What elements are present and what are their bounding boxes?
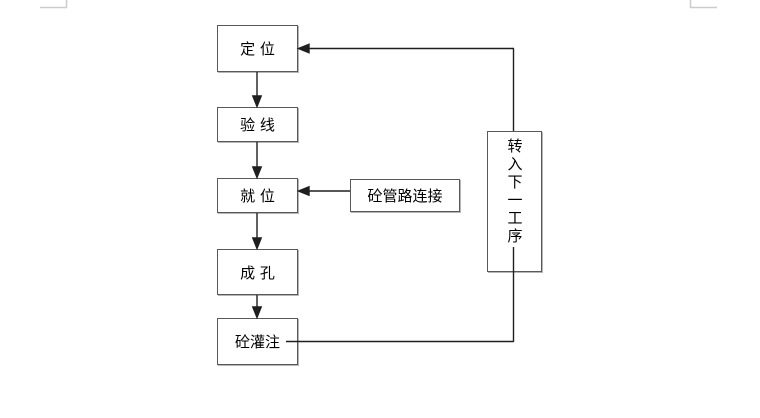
flow-box-concrete-pouring: 砼灌注 xyxy=(217,318,298,365)
flow-box-next-process: 转入下一工序 xyxy=(487,131,542,272)
loop-back-arrowhead xyxy=(296,43,310,54)
flow-box-next-process-label: 转入下一工序 xyxy=(505,138,524,246)
margin-mark-top-right xyxy=(689,0,717,9)
flow-box-line-check: 验 线 xyxy=(217,107,298,142)
flow-box-moving-in-place: 就 位 xyxy=(217,178,298,213)
margin-mark-top-left xyxy=(40,0,68,9)
arrow-positioning-to-line-check xyxy=(251,72,263,109)
arrow-moving-in-place-to-hole-forming xyxy=(251,213,263,251)
flow-box-concrete-pouring-label: 砼灌注 xyxy=(234,333,280,351)
flow-box-positioning-label: 定 位 xyxy=(240,40,275,58)
arrow-line-check-to-moving-in-place xyxy=(251,142,263,180)
flow-box-pipe-connection: 砼管路连接 xyxy=(350,179,460,212)
flow-box-positioning: 定 位 xyxy=(217,25,298,72)
flow-box-moving-in-place-label: 就 位 xyxy=(240,187,275,205)
arrow-pipe-connection-to-moving-in-place xyxy=(296,185,350,197)
arrow-hole-forming-to-concrete-pouring xyxy=(251,295,263,320)
flow-box-hole-forming: 成 孔 xyxy=(217,249,298,295)
flow-box-hole-forming-label: 成 孔 xyxy=(240,263,275,282)
flow-box-line-check-label: 验 线 xyxy=(240,116,275,134)
flow-box-pipe-connection-label: 砼管路连接 xyxy=(367,187,443,205)
